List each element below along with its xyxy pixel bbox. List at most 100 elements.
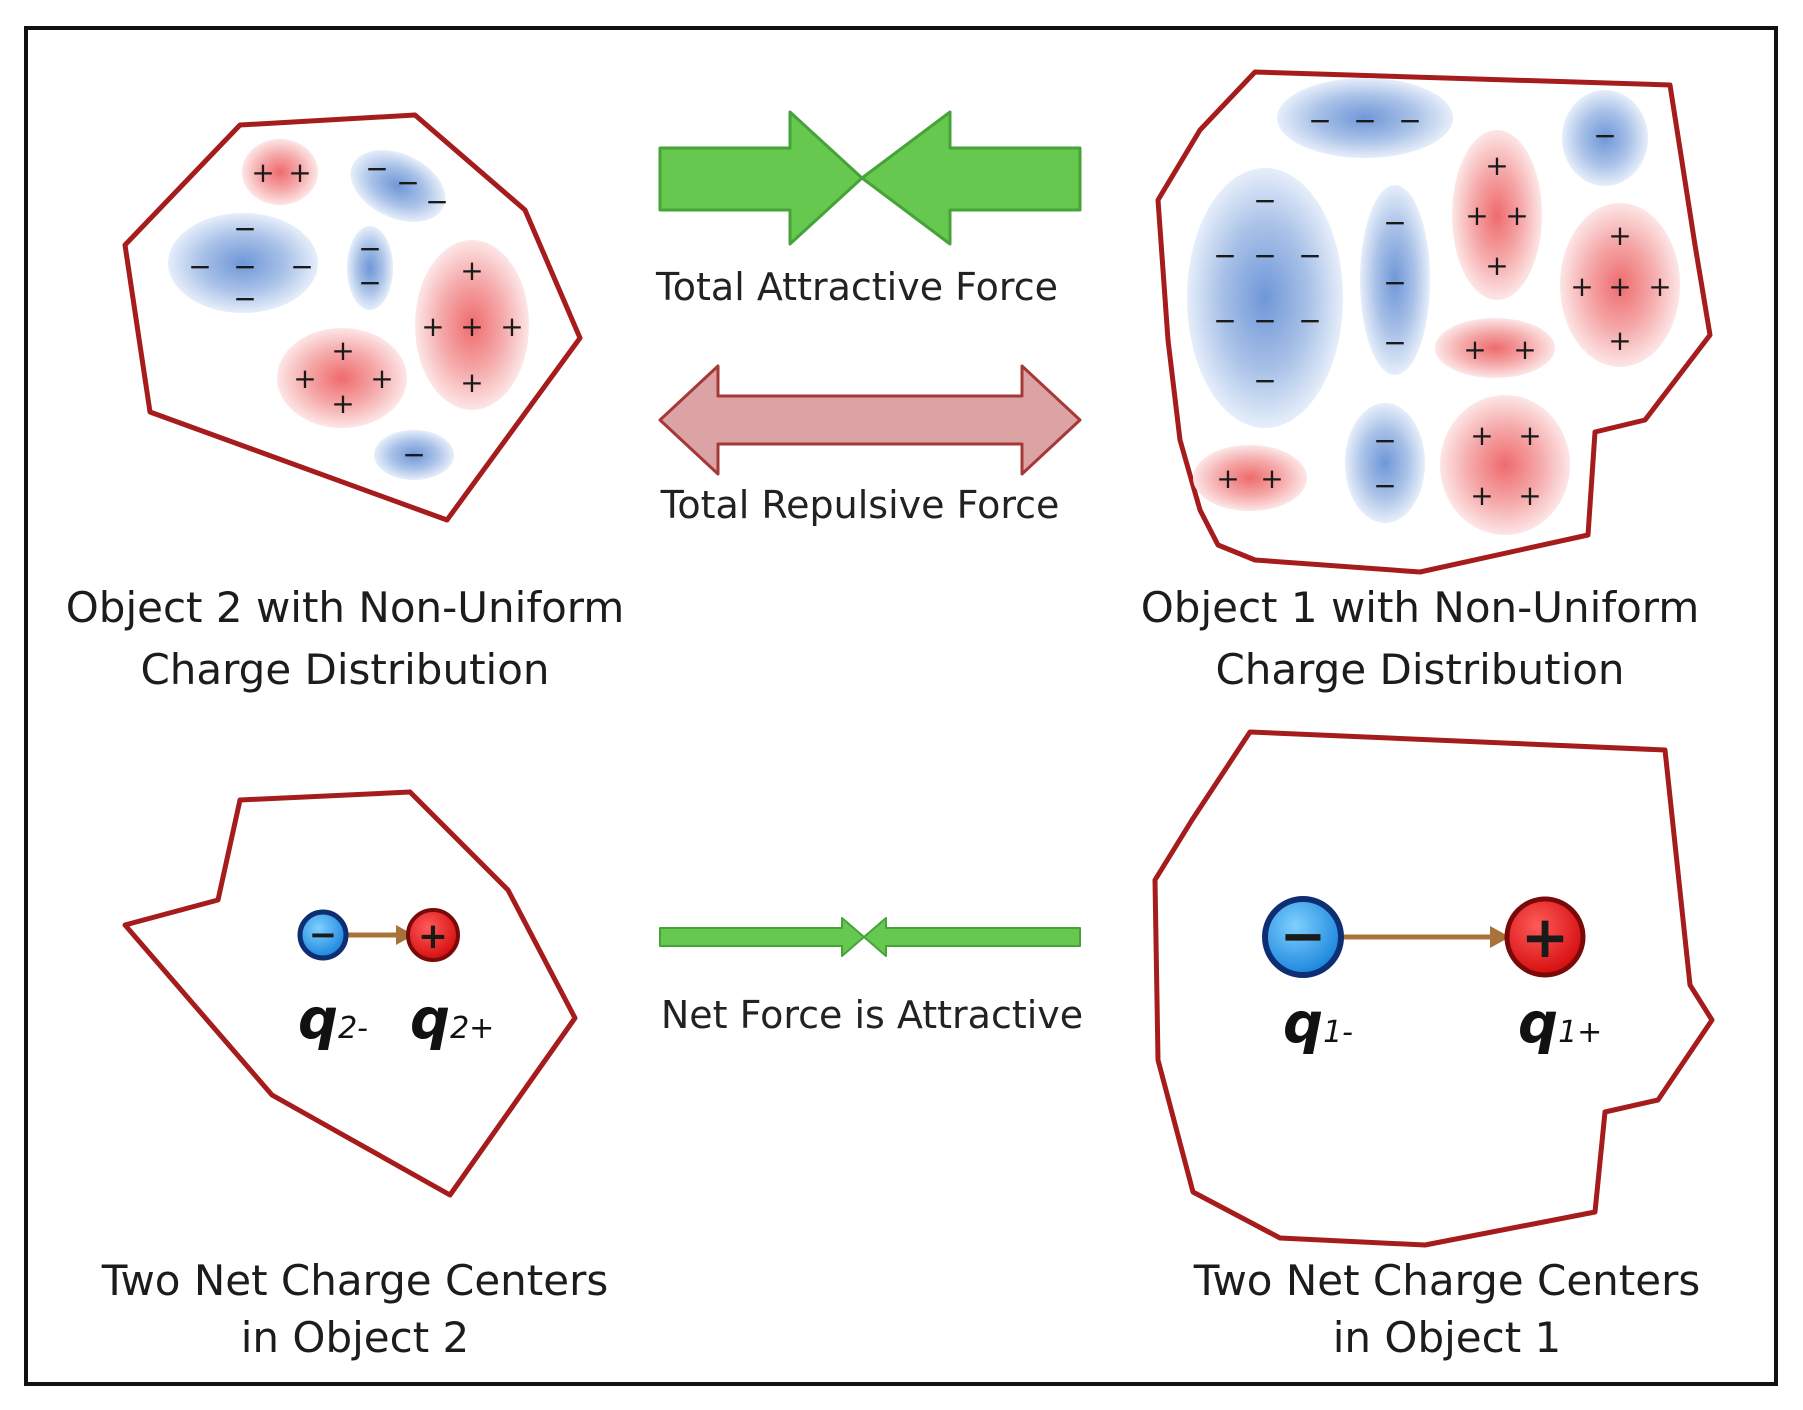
net-arrow-right — [659, 917, 865, 957]
positive-region — [1435, 318, 1555, 378]
positive-region — [1452, 130, 1542, 300]
positive-region — [242, 139, 318, 205]
dipole-arrowhead — [1490, 926, 1510, 948]
svg-text:+: + — [1216, 462, 1239, 495]
object-1-outline — [1152, 729, 1715, 1248]
svg-text:+: + — [1608, 219, 1631, 252]
svg-text:−: − — [233, 282, 256, 315]
svg-text:+: + — [460, 310, 483, 343]
svg-text:−: − — [1398, 104, 1421, 137]
svg-text:+: + — [331, 334, 354, 367]
object-2-net-charges: − + q2- q2+ — [122, 789, 578, 1198]
object-2-caption-line-2: Charge Distribution — [140, 645, 549, 694]
svg-text:−: − — [233, 250, 256, 283]
svg-text:−: − — [1353, 104, 1376, 137]
attractive-force-arrows — [658, 110, 1082, 246]
positive-region — [1193, 445, 1307, 511]
object-1-net-caption-line-1: Two Net Charge Centers — [1193, 1256, 1700, 1305]
repulsive-force-arrow — [658, 364, 1082, 476]
svg-text:+: + — [1470, 419, 1493, 452]
svg-text:−: − — [1213, 304, 1236, 337]
positive-sign: + — [1521, 903, 1570, 971]
q2-plus-label: q2+ — [410, 987, 494, 1052]
svg-text:−: − — [1298, 304, 1321, 337]
svg-text:−: − — [425, 185, 448, 218]
svg-text:−: − — [1253, 364, 1276, 397]
negative-region — [1360, 185, 1430, 375]
svg-text:−: − — [1383, 206, 1406, 239]
positive-region — [1560, 203, 1680, 367]
svg-text:+: + — [1648, 270, 1671, 303]
negative-region — [374, 430, 454, 480]
svg-text:+: + — [1485, 149, 1508, 182]
object-1-net-caption-line-2: in Object 1 — [1333, 1313, 1562, 1362]
net-force-arrows — [659, 917, 1081, 957]
svg-text:+: + — [331, 387, 354, 420]
q1-minus-charge — [1262, 896, 1344, 978]
svg-text:−: − — [1373, 424, 1396, 457]
object-1-caption-line-1: Object 1 with Non-Uniform — [1141, 583, 1700, 632]
q1-minus-label: q1- — [1283, 991, 1353, 1056]
attractive-arrow-left — [860, 110, 1082, 246]
svg-text:−: − — [1213, 239, 1236, 272]
negative-sign: − — [1280, 904, 1327, 969]
svg-text:+: + — [1513, 333, 1536, 366]
positive-sign: + — [418, 916, 448, 957]
svg-text:+: + — [251, 156, 274, 189]
negative-region — [347, 226, 393, 310]
svg-text:+: + — [1463, 333, 1486, 366]
negative-region — [1187, 168, 1343, 428]
svg-text:−: − — [1253, 304, 1276, 337]
net-arrow-left — [863, 917, 1081, 957]
negative-region — [1345, 403, 1425, 523]
q2-minus-charge — [297, 909, 349, 961]
svg-text:+: + — [460, 254, 483, 287]
svg-text:−: − — [1253, 184, 1276, 217]
svg-text:−: − — [290, 250, 313, 283]
svg-text:+: + — [1518, 479, 1541, 512]
positive-region — [277, 328, 407, 428]
positive-region — [415, 240, 529, 410]
object-1-caption-line-2: Charge Distribution — [1215, 645, 1624, 694]
q2-plus-charge — [406, 908, 460, 962]
negative-region — [168, 213, 318, 313]
svg-text:+: + — [288, 156, 311, 189]
svg-text:+: + — [1505, 199, 1528, 232]
q1-plus-label: q1+ — [1518, 991, 1602, 1056]
svg-text:−: − — [365, 152, 388, 185]
net-force-label: Net Force is Attractive — [661, 993, 1083, 1037]
svg-text:−: − — [358, 266, 381, 299]
object-2-caption-line-1: Object 2 with Non-Uniform — [66, 583, 625, 632]
svg-text:−: − — [1593, 119, 1616, 152]
positive-region — [1440, 395, 1570, 535]
svg-text:+: + — [1465, 199, 1488, 232]
negative-region — [1277, 78, 1453, 158]
svg-text:−: − — [1253, 239, 1276, 272]
svg-text:+: + — [293, 362, 316, 395]
svg-text:−: − — [396, 166, 419, 199]
svg-text:−: − — [233, 212, 256, 245]
svg-text:−: − — [1383, 266, 1406, 299]
svg-text:+: + — [1518, 419, 1541, 452]
svg-text:−: − — [1373, 469, 1396, 502]
object-1-net-charges: − + q1- q1+ — [1152, 729, 1715, 1248]
svg-text:+: + — [500, 310, 523, 343]
svg-text:−: − — [188, 250, 211, 283]
negative-region — [350, 150, 446, 222]
attractive-arrow-right — [658, 110, 864, 246]
object-2-net-caption-line-2: in Object 2 — [241, 1313, 470, 1362]
svg-text:+: + — [1260, 462, 1283, 495]
svg-text:+: + — [1608, 324, 1631, 357]
q1-plus-charge — [1504, 896, 1586, 978]
q2-minus-label: q2- — [298, 987, 368, 1052]
negative-sign: − — [309, 915, 338, 955]
svg-text:+: + — [1570, 270, 1593, 303]
svg-text:+: + — [1608, 270, 1631, 303]
svg-text:−: − — [1383, 326, 1406, 359]
dipole-arrowhead — [396, 925, 414, 945]
svg-text:−: − — [402, 438, 425, 471]
negative-region — [1562, 90, 1648, 186]
object-1-distribution: −−− − − −−− −−− − −−− ++++ +++++ ++ ++ −… — [1155, 69, 1713, 575]
svg-text:+: + — [421, 310, 444, 343]
